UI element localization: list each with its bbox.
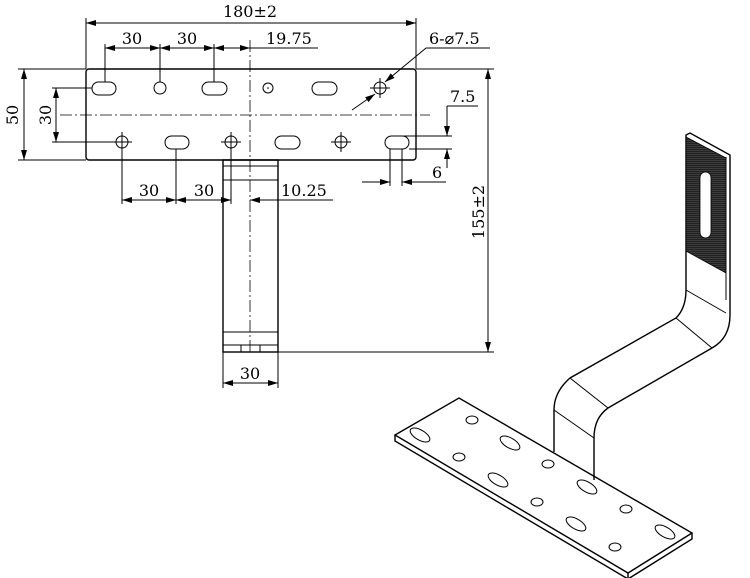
dim-bottom-pitch-1: 30 (139, 181, 159, 200)
dim-overall-length: 180±2 (223, 2, 277, 21)
iso-round-hole (619, 504, 633, 514)
dimension-labels: 180±2 30 30 19.75 6-⌀7.5 50 30 7.5 6 30 … (3, 2, 488, 383)
dim-top-pitch-2: 30 (177, 29, 197, 48)
iso-round-hole (608, 542, 622, 552)
iso-slot-hole (409, 427, 431, 443)
iso-slot-hole (499, 435, 521, 451)
dim-slot-width: 6 (432, 163, 442, 182)
slot-hole (201, 81, 228, 96)
iso-slot-hole (565, 516, 587, 532)
slot-hole (164, 135, 190, 150)
round-hole (262, 82, 274, 94)
dim-row-spacing: 30 (36, 105, 55, 125)
dim-bottom-pitch-2: 30 (194, 181, 214, 200)
slot-hole (311, 81, 338, 96)
slot-hole (384, 135, 410, 150)
slot-hole (274, 135, 301, 150)
round-hole (153, 81, 167, 95)
isometric-view (393, 132, 731, 578)
dim-overall-height: 155±2 (469, 185, 488, 239)
iso-round-hole (465, 415, 479, 425)
round-hole (331, 132, 351, 152)
round-hole (370, 78, 390, 98)
plate-front-view (60, 40, 430, 355)
dim-hole-callout: 6-⌀7.5 (429, 29, 480, 48)
iso-slot-hole (654, 524, 676, 540)
dim-top-offset: 19.75 (266, 29, 312, 48)
iso-slot-hole (576, 479, 598, 495)
dim-stem-width: 30 (240, 364, 260, 383)
iso-round-hole (452, 452, 466, 462)
slot-hole (91, 81, 117, 96)
iso-slot-hole (487, 472, 509, 488)
dim-top-pitch-1: 30 (122, 29, 142, 48)
dim-plate-width: 50 (3, 105, 22, 125)
iso-round-hole (530, 497, 544, 507)
dim-edge-offset: 7.5 (450, 87, 475, 106)
hook-slot (699, 171, 712, 239)
stem-front-view (222, 159, 279, 353)
dim-bottom-offset: 10.25 (281, 181, 327, 200)
dimension-lines (18, 18, 494, 388)
iso-round-hole (541, 459, 555, 469)
